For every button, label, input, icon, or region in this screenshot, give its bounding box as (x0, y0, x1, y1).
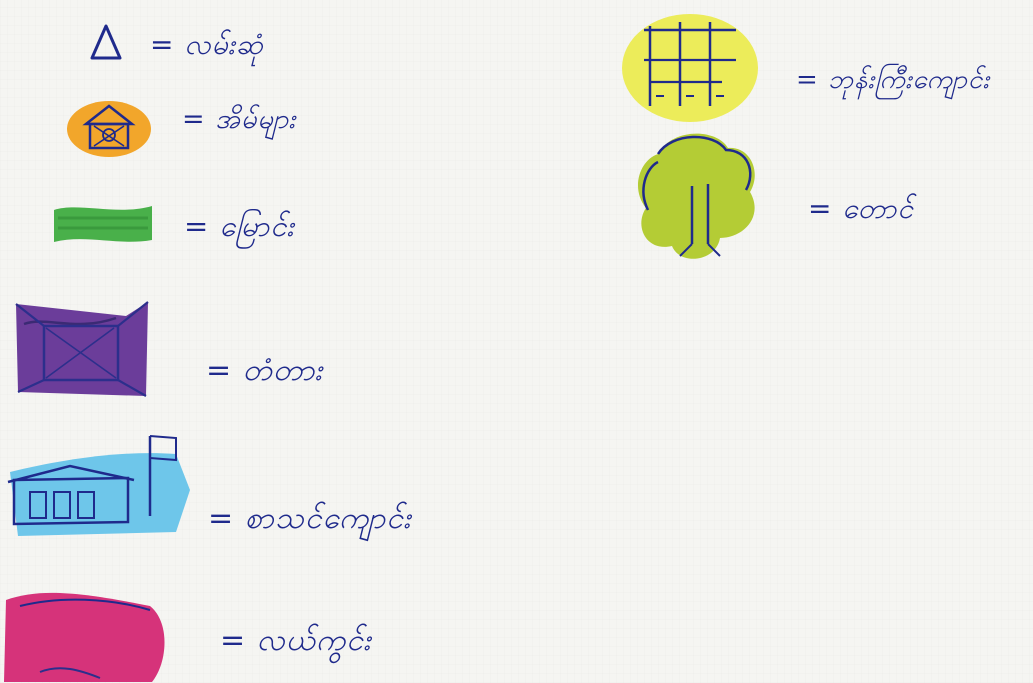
legend-label-orange: = အိမ်များ (182, 104, 297, 135)
tree-icon (637, 133, 755, 259)
legend-label-tree: = တောင် (808, 192, 914, 225)
legend-label-yellow: = ဘုန်းကြီးကျောင်း (796, 65, 990, 95)
legend-label-green: = မြောင်း (184, 209, 295, 243)
legend-label-blue: = စာသင်ကျောင်း (208, 501, 412, 536)
house-orange-icon (67, 101, 151, 157)
legend-label-triangle: = လမ်းဆုံ (150, 28, 264, 61)
purple-square-icon (15, 301, 149, 397)
legend-label-pink: = လယ်ကွင်း (220, 623, 372, 658)
pink-patch-icon (4, 592, 165, 682)
legend-label-purple: = တံတား (206, 353, 324, 388)
school-blue-icon (7, 435, 190, 536)
triangle-icon (90, 24, 122, 60)
green-stripe-icon (54, 206, 152, 242)
building-yellow-icon (622, 14, 758, 122)
